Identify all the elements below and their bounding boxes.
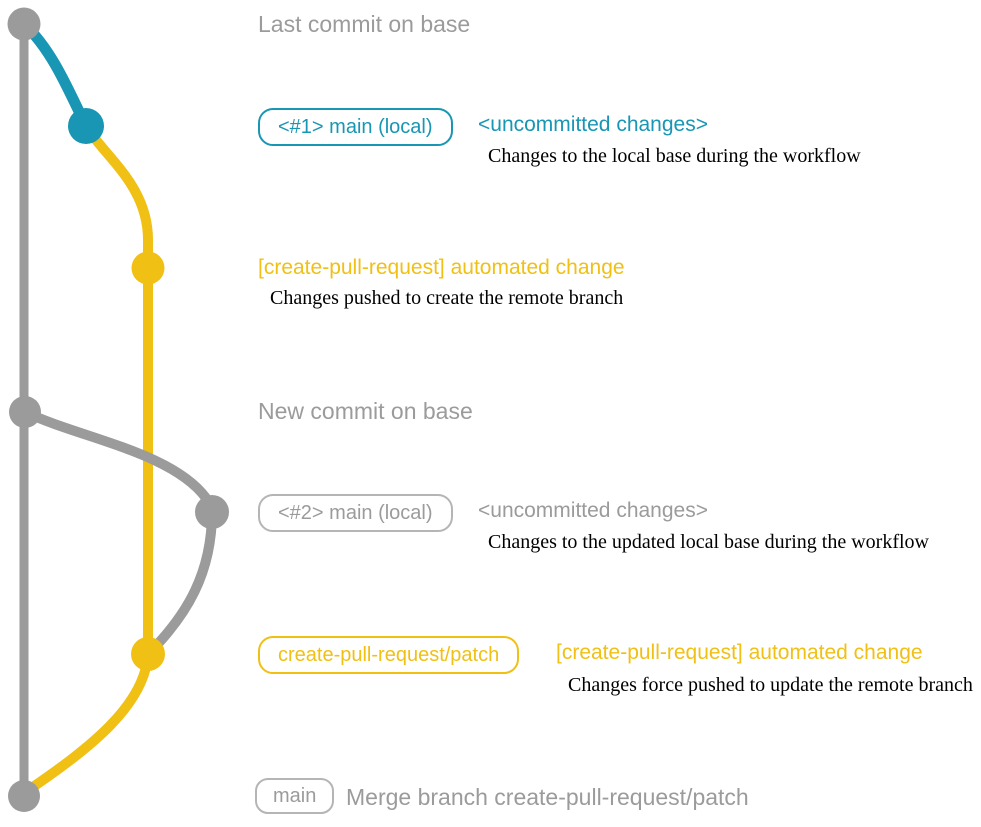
merge-commit-label: Merge branch create-pull-request/patch (346, 784, 749, 810)
commit-dot-local-main-1 (68, 108, 104, 144)
new-commit-label: New commit on base (258, 398, 473, 424)
updated-local-main-segment (20, 407, 211, 503)
commit-graph (7, 7, 229, 812)
uncommitted-changes-title-2: <uncommitted changes> (478, 499, 708, 522)
uncommitted-changes-desc-1: Changes to the local base during the wor… (488, 145, 861, 167)
branch-tag-create-pull-request-patch: create-pull-request/patch (258, 636, 520, 674)
rebased-branch-segment (150, 507, 217, 652)
local-main-branch-segment (18, 18, 90, 128)
uncommitted-changes-title-1: <uncommitted changes> (478, 113, 708, 136)
automated-change-desc-1: Changes pushed to create the remote bran… (270, 287, 624, 309)
automated-change-title-2: [create-pull-request] automated change (556, 641, 923, 664)
commit-dot-local-main-2 (195, 495, 229, 529)
commit-dot-new-base (9, 396, 41, 428)
branch-tag-main-local-1: <#1> main (local) (258, 108, 453, 146)
commit-dot-automated-change-1 (131, 251, 165, 285)
branch-tag-main-local-2: <#2> main (local) (258, 494, 453, 532)
automated-change-desc-2: Changes force pushed to update the remot… (568, 674, 973, 696)
last-commit-label: Last commit on base (258, 11, 471, 37)
commit-dot-automated-change-2 (131, 637, 165, 671)
automated-change-title-1: [create-pull-request] automated change (258, 256, 625, 279)
create-pull-request-branch-line (25, 121, 153, 794)
commit-dot-merge (8, 780, 40, 812)
uncommitted-changes-desc-2: Changes to the updated local base during… (488, 531, 929, 553)
branch-tag-main: main (255, 778, 335, 814)
commit-dot-last-base (7, 7, 41, 41)
